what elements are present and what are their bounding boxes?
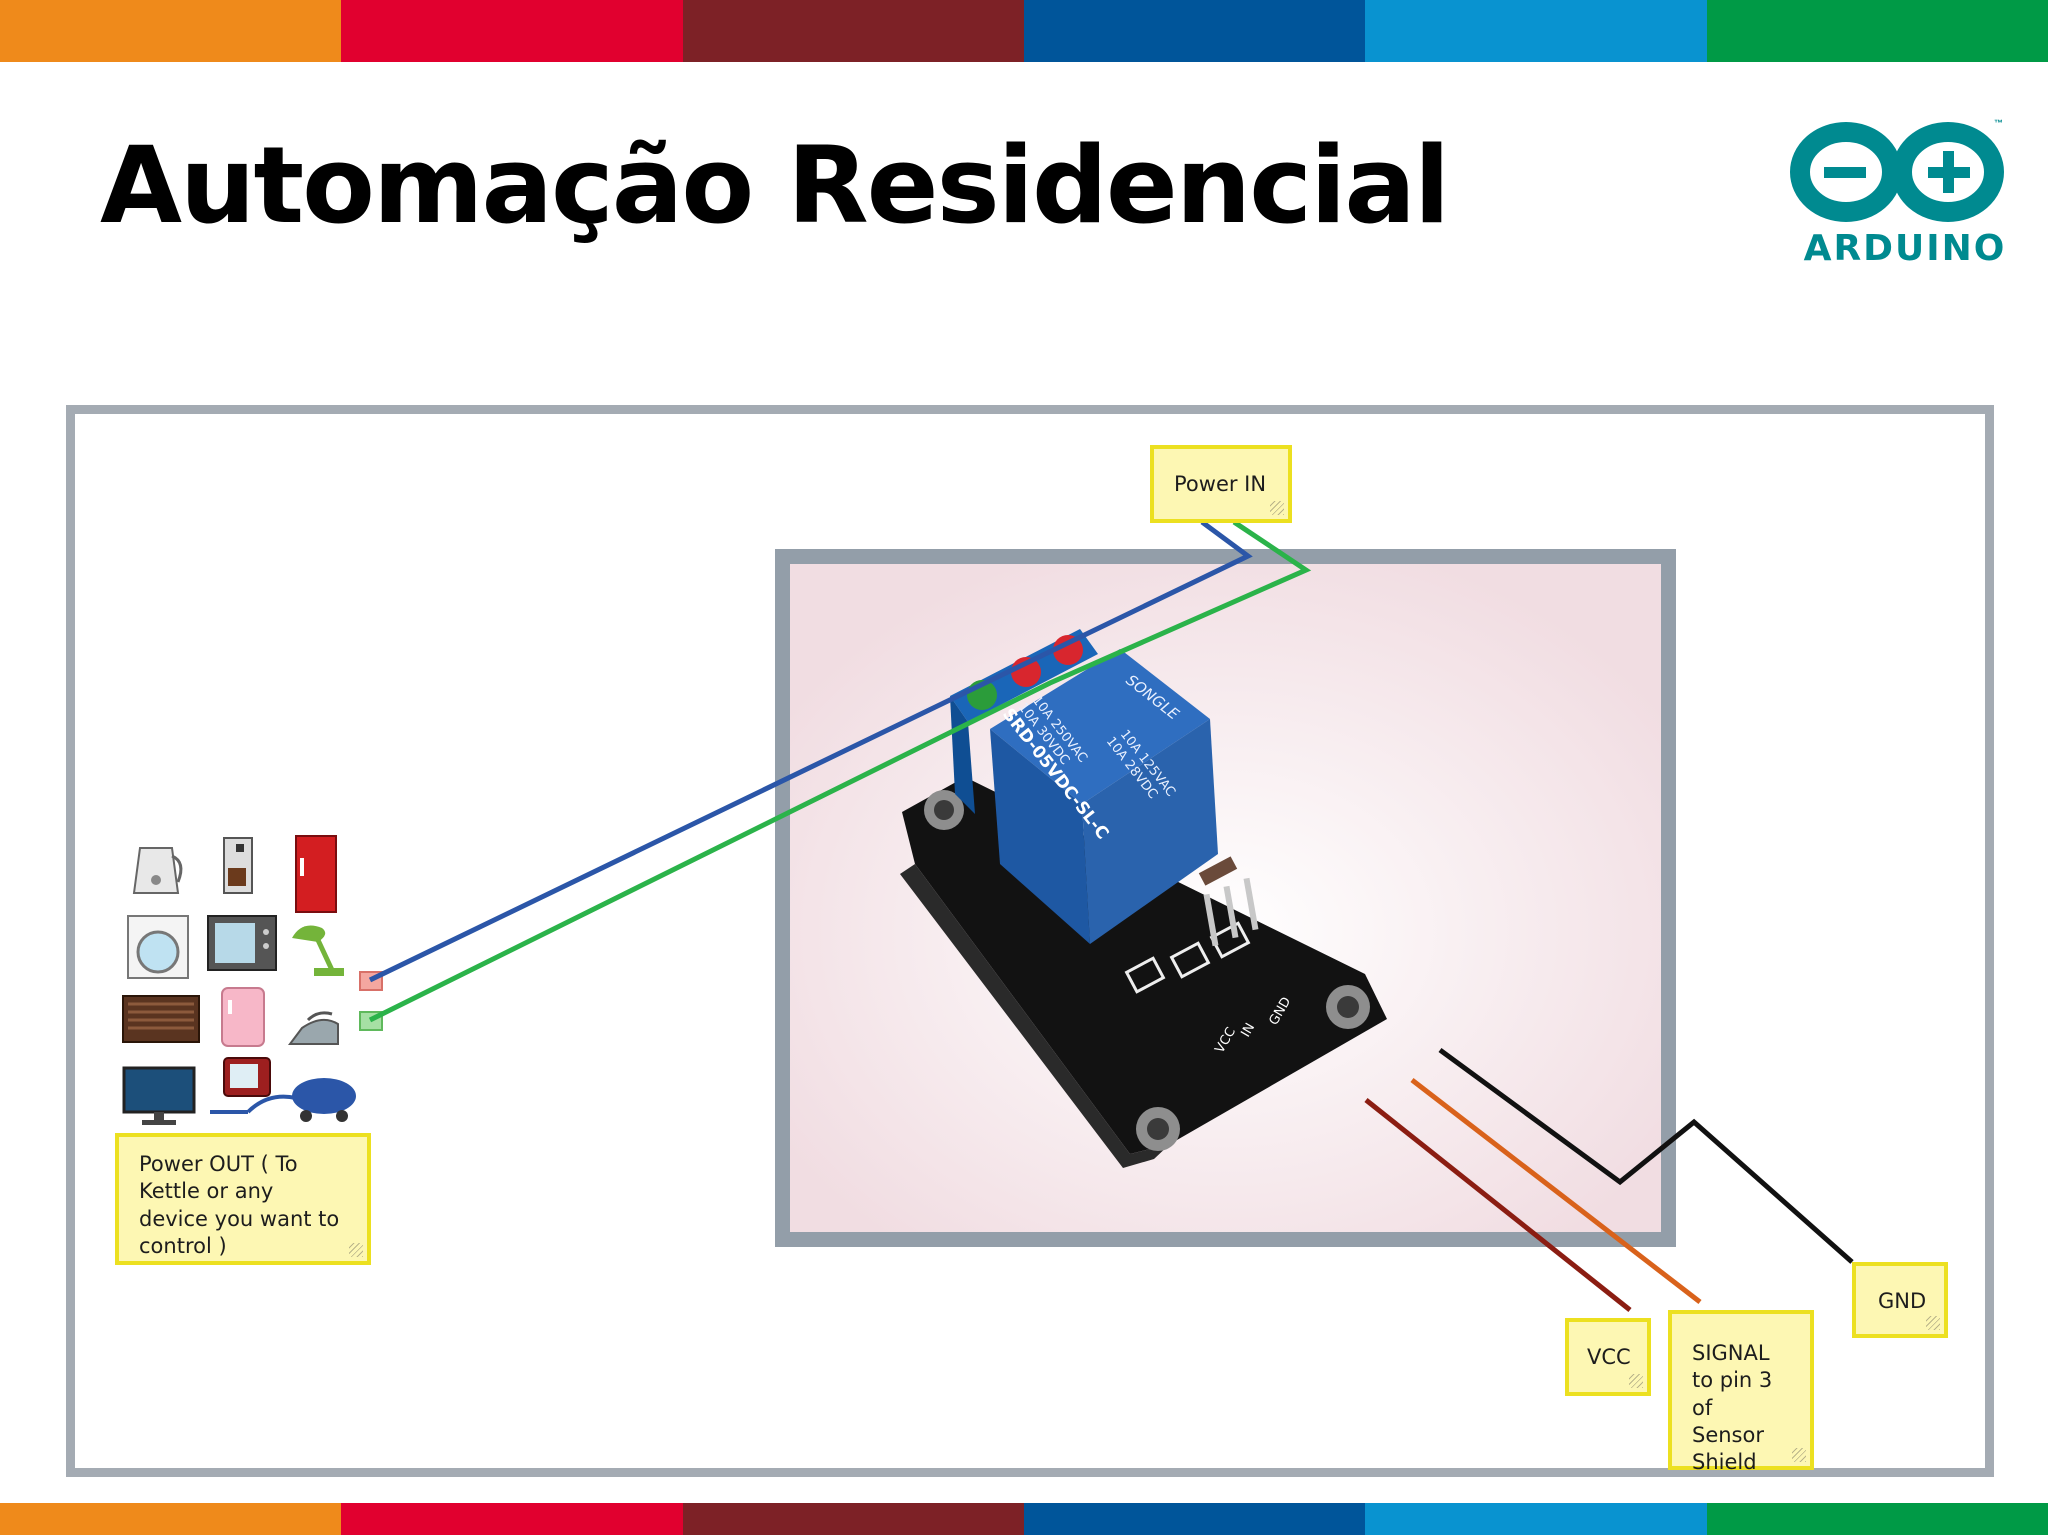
monitor-icon: [122, 1066, 196, 1125]
vcc-label: VCC: [1565, 1318, 1651, 1396]
gnd-wire: [1438, 1047, 1854, 1264]
television-icon: [210, 1057, 271, 1114]
slide-title: Automação Residencial: [100, 124, 1450, 247]
vacuum-cleaner-icon: [246, 1078, 356, 1122]
signal-wire: [1410, 1078, 1702, 1304]
microwave-icon: [207, 915, 277, 971]
signal-label: SIGNAL to pin 3 of Sensor Shield: [1668, 1310, 1814, 1474]
stripe-maroon: [682, 1503, 1024, 1535]
vcc-wire: [1364, 1098, 1632, 1312]
power-wire-green: [368, 519, 1312, 1023]
stripe-blue: [1023, 0, 1366, 62]
stripe-orange: [0, 0, 342, 62]
stripe-light-blue: [1365, 0, 1707, 62]
pin-label-in: IN: [1238, 1021, 1258, 1040]
stripe-orange: [0, 1503, 342, 1535]
gnd-label-text: GND: [1878, 1289, 1927, 1313]
coffee-maker-icon: [223, 837, 253, 894]
power-in-label: Power IN: [1150, 445, 1292, 523]
bottom-color-stripe: [0, 1503, 2048, 1535]
header-pins: [1203, 877, 1259, 947]
resize-grip: [1792, 1448, 1806, 1462]
appliance-icons: [122, 835, 356, 1125]
stripe-green: [1706, 0, 2048, 62]
resize-grip: [1629, 1374, 1643, 1388]
power-wire-blue: [368, 519, 1253, 983]
washing-machine-icon: [127, 915, 189, 979]
arduino-logo: [1790, 122, 2004, 222]
refrigerator-icon: [295, 835, 337, 913]
trademark-mark: ™: [1994, 118, 2003, 128]
mini-fridge-icon: [221, 987, 265, 1047]
top-color-stripe: [0, 0, 2048, 62]
relay-photo: SONGLE 10A 250VAC 10A 30VDC SRD-05VDC-SL…: [775, 549, 1676, 1247]
resize-grip: [1270, 501, 1284, 515]
relay-module-illustration: SONGLE 10A 250VAC 10A 30VDC SRD-05VDC-SL…: [790, 564, 1661, 1232]
stripe-green: [1706, 1503, 2048, 1535]
desk-lamp-icon: [292, 925, 344, 976]
power-out-label: Power OUT ( To Kettle or any device you …: [115, 1133, 371, 1265]
air-conditioner-icon: [122, 995, 200, 1043]
iron-icon: [288, 1011, 339, 1045]
signal-label-text: SIGNAL to pin 3 of Sensor Shield: [1692, 1341, 1773, 1475]
relay-body: [990, 649, 1218, 944]
stripe-red: [341, 1503, 683, 1535]
resize-grip: [1926, 1316, 1940, 1330]
arduino-wordmark: ARDUINO: [1803, 228, 2007, 269]
power-in-label-text: Power IN: [1174, 472, 1267, 496]
stripe-blue: [1023, 1503, 1366, 1535]
kettle-icon: [132, 847, 183, 894]
vcc-label-text: VCC: [1587, 1345, 1631, 1369]
power-out-label-text: Power OUT ( To Kettle or any device you …: [139, 1152, 340, 1258]
stripe-red: [341, 0, 683, 62]
gnd-label: GND: [1852, 1262, 1948, 1338]
stripe-maroon: [682, 0, 1024, 62]
stripe-light-blue: [1365, 1503, 1707, 1535]
resize-grip: [349, 1243, 363, 1257]
